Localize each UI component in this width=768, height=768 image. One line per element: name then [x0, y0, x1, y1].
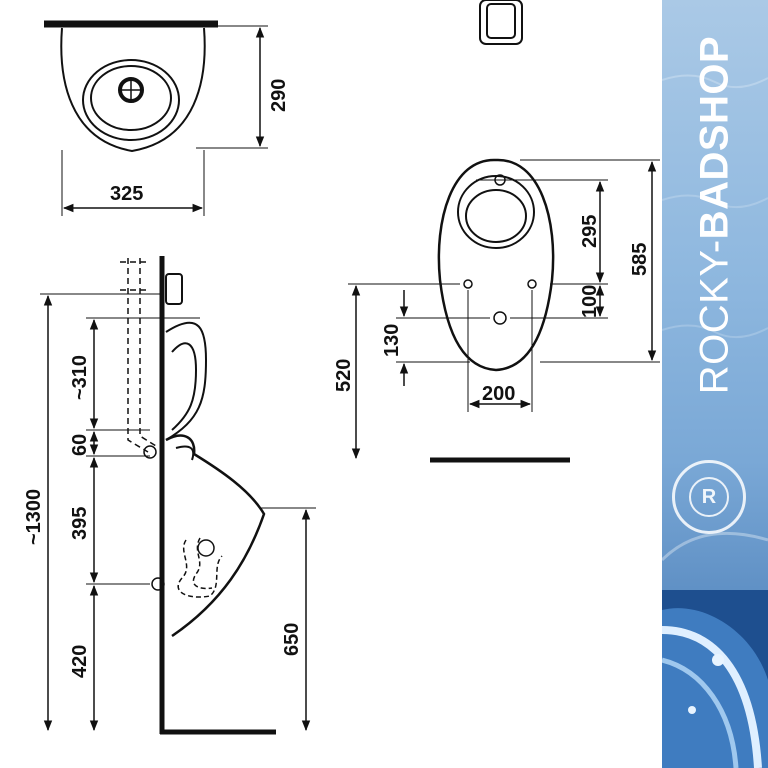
- brand-prefix: ROCKY-: [692, 239, 737, 395]
- top-view-outline: [60, 27, 206, 153]
- registered-mark-letter: R: [689, 477, 729, 517]
- front-view-bowl-inner: [465, 189, 527, 243]
- top-view: [44, 20, 268, 216]
- brand-name: BADSHOP: [692, 35, 737, 240]
- dim-130: 130: [381, 324, 403, 357]
- dim-top-depth: 290: [268, 79, 290, 112]
- dim-upper: ~310: [69, 355, 91, 400]
- dim-100: 100: [579, 285, 601, 318]
- front-view: [348, 158, 660, 463]
- brand-banner: ROCKY-BADSHOP: [662, 0, 768, 768]
- dim-395: 395: [69, 507, 91, 540]
- dim-420: 420: [69, 645, 91, 678]
- dim-520: 520: [333, 359, 355, 392]
- dim-total-height: ~1300: [23, 489, 45, 545]
- valve-icon: [479, 0, 523, 45]
- top-view-bowl-outer: [82, 59, 180, 141]
- dim-top-width: 325: [110, 183, 143, 205]
- front-view-bowl-rim: [457, 175, 535, 249]
- top-view-bowl-inner: [90, 65, 172, 131]
- dim-front-height: 585: [629, 243, 651, 276]
- dim-60: 60: [69, 434, 91, 456]
- front-view-outline: [437, 158, 555, 372]
- dim-295: 295: [579, 215, 601, 248]
- dim-200: 200: [482, 383, 515, 405]
- side-view: [40, 256, 316, 735]
- splash-image: [662, 590, 768, 768]
- dim-650: 650: [281, 623, 303, 656]
- registered-mark-icon: R: [672, 460, 746, 534]
- brand-wordmark: ROCKY-BADSHOP: [693, 36, 738, 394]
- water-texture: [662, 74, 768, 562]
